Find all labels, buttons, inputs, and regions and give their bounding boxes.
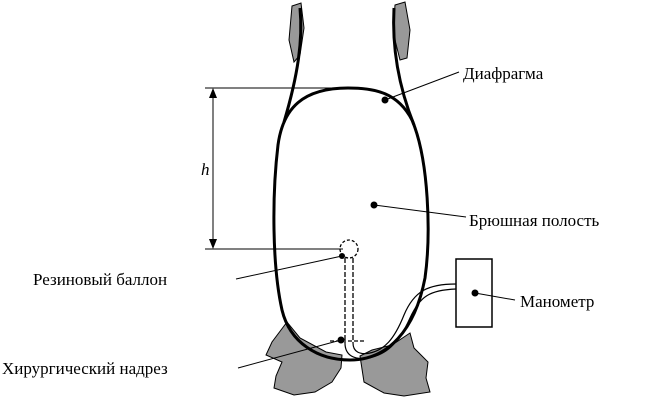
diaphragm-leader [384,71,460,101]
abdominal-cavity-label: Брюшная полость [469,211,600,230]
manometer-label: Манометр [520,292,594,311]
tissue-bottom-left [265,321,343,396]
rubber-balloon [339,239,359,259]
arrow-down-icon [209,239,217,249]
manometer-leader [474,292,516,301]
manometer-tube [344,283,457,360]
incision-label: Хирургический надрез [2,359,168,378]
abdominal-cavity-outline [272,86,430,362]
balloon-leader [235,255,343,280]
arrow-up-icon [209,88,217,98]
body-wall-tissue [265,1,431,397]
height-label: h [201,160,210,179]
balloon-label: Резиновый баллон [33,270,167,289]
right-chest-wall [392,7,416,126]
height-dimension [205,87,348,250]
diaphragm-label: Диафрагма [463,64,544,83]
cavity-leader [373,204,467,218]
left-chest-wall [282,7,303,123]
incision-leader [237,339,342,369]
